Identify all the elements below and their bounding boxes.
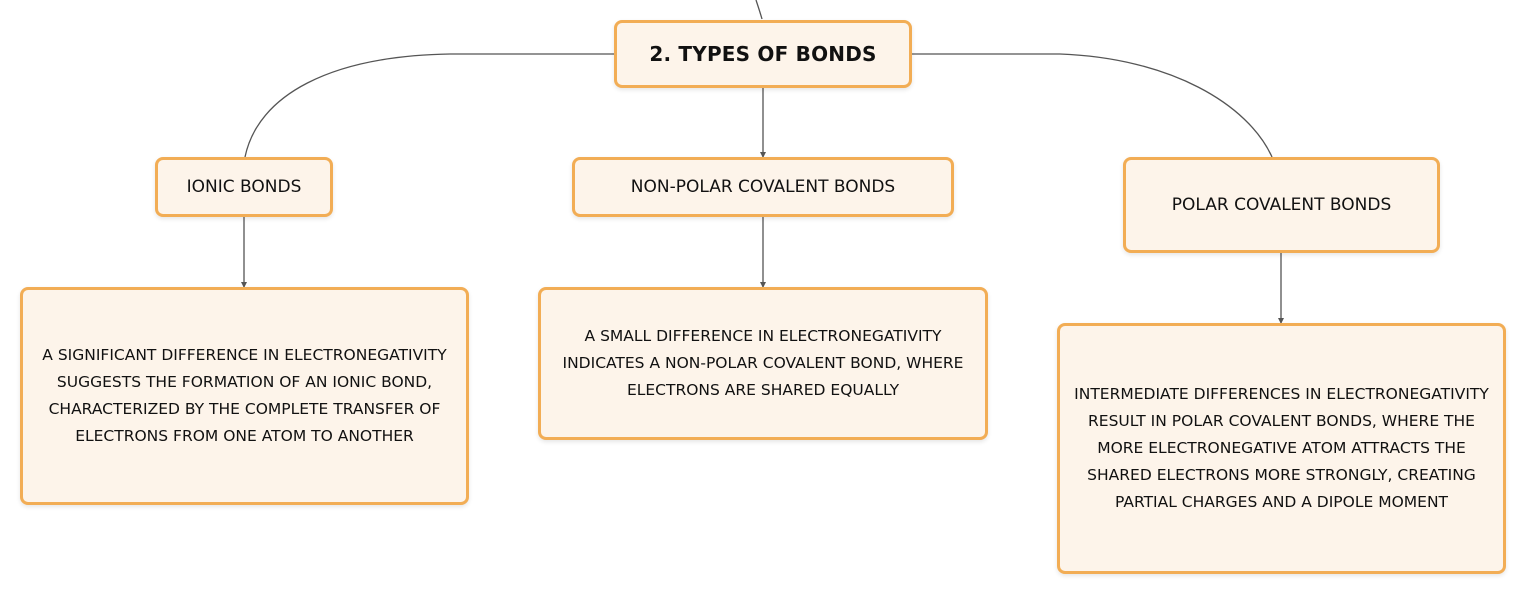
- topic-label-ionic-bonds: IONIC BONDS: [186, 177, 302, 197]
- root-node-types-of-bonds[interactable]: 2. TYPES OF BONDS: [614, 20, 912, 88]
- connector-root-to-ionic: [244, 53, 614, 158]
- topic-node-ionic-bonds[interactable]: IONIC BONDS: [155, 157, 333, 217]
- topic-label-polar-covalent-bonds: POLAR COVALENT BONDS: [1171, 195, 1392, 215]
- description-text-ionic-bonds: A SIGNIFICANT DIFFERENCE IN ELECTRONEGAT…: [42, 346, 447, 445]
- topic-label-non-polar-covalent-bonds: NON-POLAR COVALENT BONDS: [630, 177, 896, 197]
- description-node-ionic-bonds[interactable]: A SIGNIFICANT DIFFERENCE IN ELECTRONEGAT…: [20, 287, 469, 505]
- topic-node-polar-covalent-bonds[interactable]: POLAR COVALENT BONDS: [1123, 157, 1440, 253]
- description-text-non-polar-covalent-bonds: A SMALL DIFFERENCE IN ELECTRONEGATIVITY …: [562, 327, 964, 399]
- root-node-label: 2. TYPES OF BONDS: [649, 42, 877, 66]
- description-text-polar-covalent-bonds: INTERMEDIATE DIFFERENCES IN ELECTRONEGAT…: [1074, 385, 1489, 511]
- parent-connector: [755, 0, 763, 20]
- description-node-non-polar-covalent-bonds[interactable]: A SMALL DIFFERENCE IN ELECTRONEGATIVITY …: [538, 287, 988, 440]
- description-node-polar-covalent-bonds[interactable]: INTERMEDIATE DIFFERENCES IN ELECTRONEGAT…: [1057, 323, 1506, 574]
- topic-node-non-polar-covalent-bonds[interactable]: NON-POLAR COVALENT BONDS: [572, 157, 954, 217]
- connector-root-to-polar: [912, 53, 1273, 158]
